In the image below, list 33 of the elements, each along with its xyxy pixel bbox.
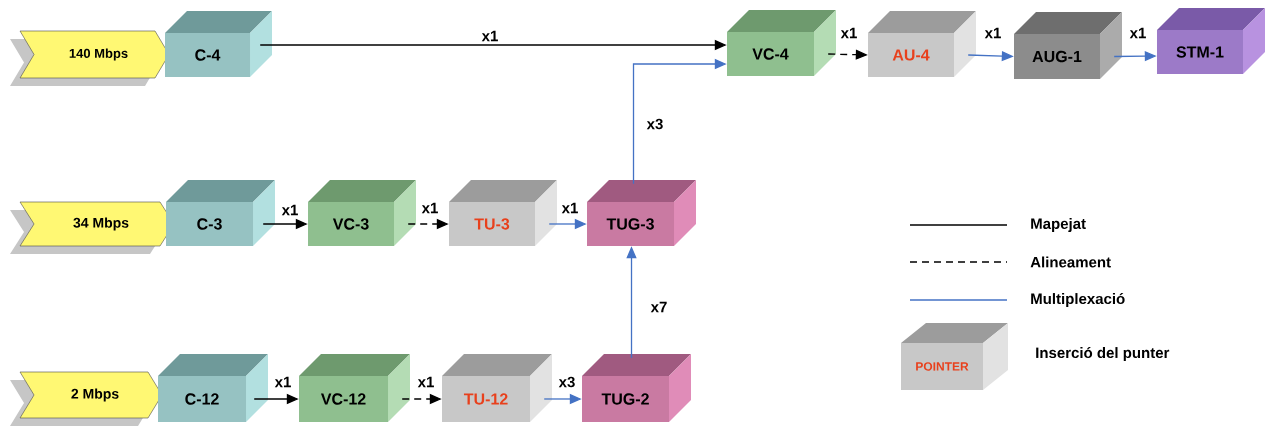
edge-label: x1 <box>280 203 300 217</box>
chevron-tag: 2 Mbps <box>10 371 163 426</box>
cube-box: VC-3 <box>308 180 416 246</box>
cube-box: STM-1 <box>1157 8 1265 74</box>
edge-label: x1 <box>560 201 580 215</box>
edge-label: x1 <box>839 26 859 40</box>
cube-box: C-3 <box>166 180 275 246</box>
edge-label: x1 <box>420 201 440 215</box>
edge-label: x1 <box>273 375 293 389</box>
edge-label: x1 <box>416 375 436 389</box>
cube-box: AUG-1 <box>1014 12 1122 79</box>
cube-box: POINTER <box>901 323 1008 390</box>
legend-label: Alineament <box>1030 256 1111 268</box>
cube-box: VC-4 <box>727 10 836 76</box>
cube-box: TUG-3 <box>587 180 696 246</box>
edge-label: x1 <box>983 26 1003 40</box>
cube-box: TU-12 <box>442 354 552 422</box>
legend-label: Mapejat <box>1031 218 1086 232</box>
chevron-tag: 34 Mbps <box>10 201 175 254</box>
edge-label: x7 <box>649 300 669 314</box>
edge-label: x1 <box>1128 26 1148 40</box>
cube-box: C-12 <box>158 354 268 422</box>
edge-label: x1 <box>480 29 500 43</box>
legend-label: Inserció del punter <box>1036 346 1170 362</box>
cube-box: AU-4 <box>868 11 976 77</box>
chevron-tag: 140 Mbps <box>10 30 170 86</box>
edge-label: x3 <box>645 117 665 131</box>
edge-label: x3 <box>557 375 577 389</box>
cube-box: C-4 <box>165 11 272 77</box>
cube-box: TU-3 <box>449 180 557 246</box>
cube-box: VC-12 <box>299 354 410 422</box>
cube-box: TUG-2 <box>582 354 691 422</box>
legend-label: Multiplexació <box>1031 292 1125 308</box>
